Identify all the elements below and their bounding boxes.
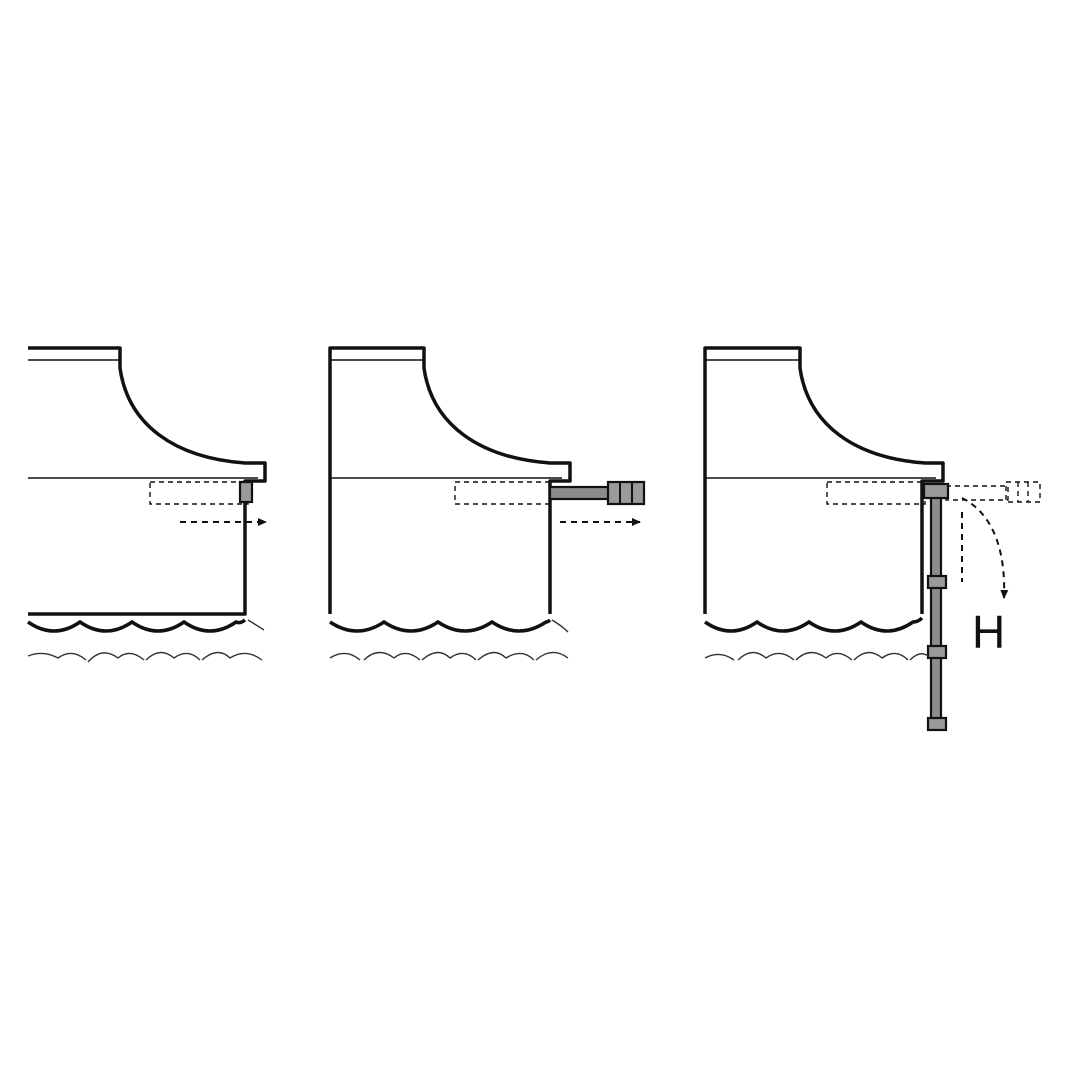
swing-down-arc-arrow-3 (961, 497, 1009, 599)
ladder-top-clamp-3 (922, 482, 950, 500)
water-waves-1 (27, 651, 263, 663)
boat-hull-1 (28, 346, 267, 616)
ladder-rail-extended-2 (548, 485, 614, 501)
boat-hull-2 (328, 346, 572, 614)
hull-waterline-1 (27, 618, 247, 633)
water-ripple-2 (551, 619, 569, 633)
boat-hull-3 (703, 346, 945, 614)
hull-waterline-2 (329, 618, 552, 633)
height-label: H (972, 606, 1005, 658)
ladder-steps-block-2 (606, 480, 646, 506)
water-ripple-1 (247, 619, 265, 631)
ladder-storage-outline-2 (454, 481, 551, 505)
ladder-step-3b (926, 644, 948, 660)
ladder-rail-lowered-3 (929, 490, 943, 728)
ladder-ghost-steps-3 (1005, 481, 1041, 503)
water-waves-2 (329, 651, 569, 661)
ladder-ghost-rail-3 (945, 485, 1009, 501)
ladder-stowed-1 (238, 480, 254, 504)
ladder-step-3a (926, 574, 948, 590)
water-waves-3 (704, 651, 929, 661)
panel-3-lowered: H (703, 346, 1041, 732)
ladder-step-3c (926, 716, 948, 732)
panel-2-extended (328, 346, 646, 661)
hull-waterline-3 (704, 616, 924, 633)
panel-1-stowed (27, 346, 267, 663)
